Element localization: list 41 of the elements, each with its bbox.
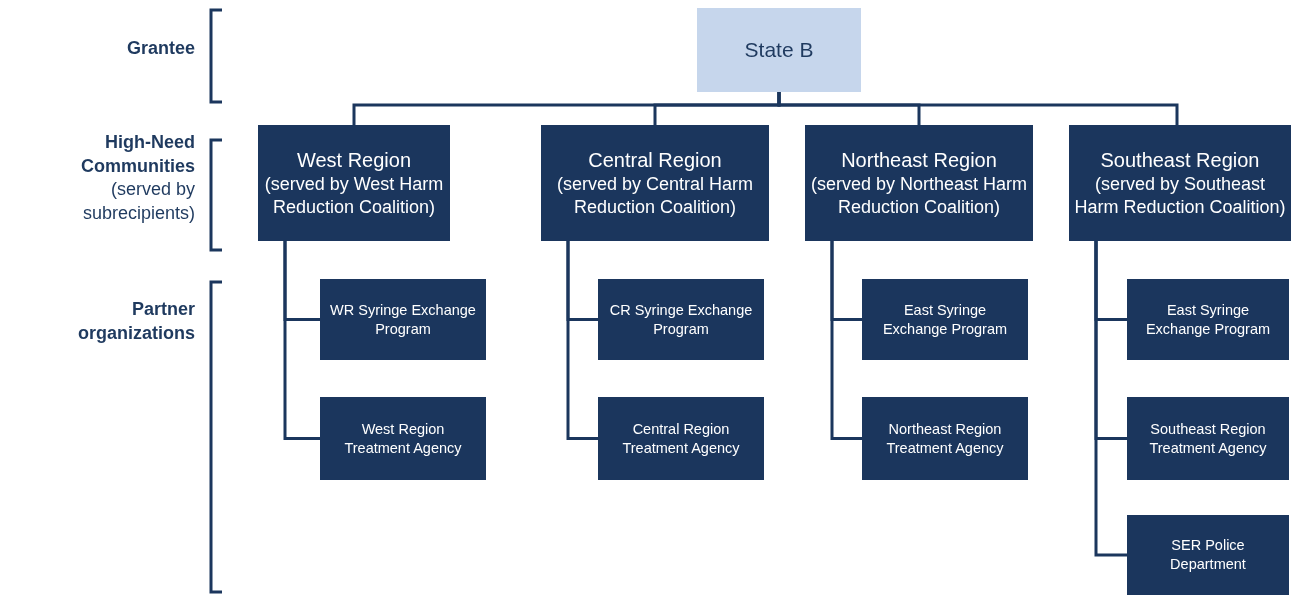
tier-label: High-Need Communities bbox=[80, 131, 195, 179]
region-box bbox=[541, 125, 769, 241]
box-title: State B bbox=[744, 37, 814, 64]
box-title: CR Syringe Exchange Program bbox=[608, 300, 754, 339]
box-title: West Region Treatment Agency bbox=[343, 419, 463, 458]
partner-box bbox=[862, 279, 1028, 360]
partner-box bbox=[1127, 397, 1289, 480]
box-subtitle: (served by Northeast Harm Reduction Coalition) bbox=[809, 172, 1029, 219]
box-title: Northeast Region bbox=[841, 147, 997, 173]
partner-box bbox=[598, 279, 764, 360]
box-title: SER Police Department bbox=[1169, 536, 1247, 574]
box-title: Central Region Treatment Agency bbox=[621, 419, 741, 458]
box-subtitle: (served by West Harm Reduction Coalition) bbox=[263, 172, 445, 219]
box-title: East Syringe Exchange Program bbox=[1144, 300, 1272, 339]
connector-line bbox=[283, 241, 320, 440]
box-title: Northeast Region Treatment Agency bbox=[885, 419, 1005, 458]
tier-label: Partner organizations bbox=[77, 298, 195, 346]
partner-box bbox=[598, 397, 764, 480]
grantee-box bbox=[697, 8, 861, 92]
box-title: Southeast Region bbox=[1100, 147, 1260, 173]
region-box bbox=[1069, 125, 1291, 241]
tier-note: (served by subrecipients) bbox=[81, 178, 195, 226]
box-subtitle: (served by Central Harm Reduction Coalition) bbox=[555, 172, 755, 219]
partner-box bbox=[1127, 279, 1289, 360]
region-box bbox=[258, 125, 450, 241]
box-title: Southeast Region Treatment Agency bbox=[1148, 419, 1268, 458]
box-title: West Region bbox=[296, 147, 412, 173]
connector-line bbox=[777, 92, 1179, 125]
box-title: East Syringe Exchange Program bbox=[881, 300, 1009, 339]
connector-line bbox=[830, 241, 862, 440]
region-box bbox=[805, 125, 1033, 241]
partner-box bbox=[1127, 515, 1289, 595]
partner-box bbox=[320, 397, 486, 480]
box-title: WR Syringe Exchange Program bbox=[329, 300, 477, 339]
tier-label: Grantee bbox=[125, 37, 195, 60]
connector-line bbox=[1094, 241, 1127, 557]
box-subtitle: (served by Southeast Harm Reduction Coalition) bbox=[1073, 172, 1287, 219]
connector-line bbox=[566, 241, 598, 440]
partner-box bbox=[320, 279, 486, 360]
box-title: Central Region bbox=[588, 147, 722, 173]
partner-box bbox=[862, 397, 1028, 480]
